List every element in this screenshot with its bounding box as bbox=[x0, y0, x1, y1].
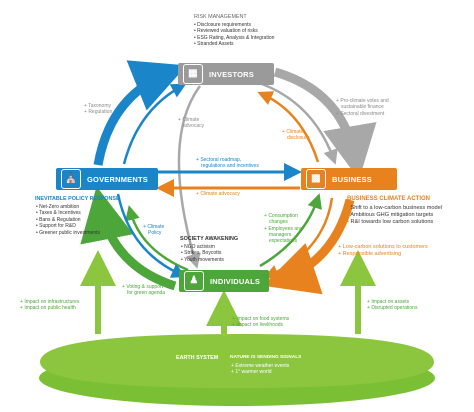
governments-label: GOVERNMENTS bbox=[87, 174, 148, 184]
risk-item: • Reviewed valuation of risks bbox=[194, 28, 258, 35]
earth-system-top bbox=[40, 334, 434, 388]
arrow-individuals-to-gov bbox=[80, 186, 177, 291]
arrow-individuals-to-business bbox=[259, 193, 322, 268]
earth-to-business-labels: + Impact on assets + Disrupted operation… bbox=[367, 299, 418, 312]
arrow-business-to-individuals-inner bbox=[263, 197, 334, 279]
society-awakening-title: SOCIETY AWAKENING bbox=[180, 236, 239, 242]
gov-to-business-label: + Sectoral roadmap, regulations and ince… bbox=[196, 157, 259, 170]
arrow-gov-to-investors-inner bbox=[122, 83, 187, 165]
government-building-icon: ⛪ bbox=[61, 169, 81, 189]
policy-item: • Bans & Regulation bbox=[36, 216, 81, 223]
inevitable-policy-title: INEVITABLE POLICY RESPONSE bbox=[35, 196, 120, 202]
arrow-business-to-individuals bbox=[262, 198, 355, 295]
earth-to-gov-labels: + Impact on infrastructures + Impact on … bbox=[20, 299, 80, 312]
business-climate-item: • Shift to a low-carbon business model bbox=[347, 205, 442, 211]
inevitable-policy-list: • Net-Zero ambition • Taxes & Incentives… bbox=[36, 204, 100, 236]
society-item: • Youth movements bbox=[181, 256, 224, 263]
risk-management-list: • Disclosure requirements • Reviewed val… bbox=[194, 22, 274, 48]
society-item: • Strikes, Boycotts bbox=[181, 250, 222, 257]
business-node[interactable]: ▩ BUSINESS bbox=[301, 168, 397, 190]
individuals-node[interactable]: ♟ INDIVIDUALS bbox=[179, 270, 269, 292]
people-icon: ♟ bbox=[184, 271, 204, 291]
policy-item: • Support for R&D bbox=[36, 223, 76, 230]
gov-to-individuals-label: + Climate Policy bbox=[143, 224, 165, 237]
individuals-to-gov-labels: + Voting & support for green agenda bbox=[122, 284, 166, 297]
earth-to-individuals-labels: + Impact on food systems + Impact on liv… bbox=[232, 316, 290, 329]
business-climate-item: • Ambitious GHG mitigation targets bbox=[347, 212, 434, 218]
business-climate-item: • R&I towards low carbon solutions bbox=[347, 219, 434, 225]
arrow-investors-to-business bbox=[273, 67, 377, 180]
policy-item: • Net-Zero ambition bbox=[36, 204, 80, 210]
risk-item: • Disclosure requirements bbox=[194, 22, 252, 28]
risk-management-title: RISK MANAGEMENT bbox=[194, 14, 247, 20]
office-building-icon: ▩ bbox=[306, 169, 326, 189]
society-item: • NGO activism bbox=[181, 244, 215, 250]
investors-label: INVESTORS bbox=[209, 69, 255, 79]
risk-item: • Stranded Assets bbox=[194, 41, 234, 48]
individuals-to-business-labels: + Consumption changes + Employees and ma… bbox=[264, 213, 303, 245]
gov-to-investors-labels: + Taxonomy + Regulation bbox=[84, 103, 113, 116]
business-label: BUSINESS bbox=[332, 174, 372, 184]
business-climate-list: • Shift to a low-carbon business model •… bbox=[347, 205, 442, 226]
business-to-individuals-labels: + Low-carbon solutions to customers + Re… bbox=[338, 244, 428, 257]
society-awakening-list: • NGO activism • Strikes, Boycotts • You… bbox=[181, 244, 224, 263]
arrow-gov-to-individuals bbox=[116, 193, 187, 278]
business-to-gov-label: + Climate advocacy bbox=[196, 191, 240, 197]
policy-item: • Greener public investments bbox=[36, 229, 101, 236]
arrow-investors-to-individuals bbox=[177, 85, 202, 269]
governments-node[interactable]: ⛪ GOVERNMENTS bbox=[56, 168, 158, 190]
investors-to-business-labels: + Pro-climate votes and sustainable fina… bbox=[336, 98, 389, 117]
earth-system-title: EARTH SYSTEM bbox=[176, 355, 219, 361]
investors-to-individuals-label: + Climate advocacy bbox=[178, 117, 205, 130]
calculator-icon: ▦ bbox=[183, 64, 203, 84]
nature-signals-title: NATURE IS SENDING SIGNALS bbox=[230, 355, 302, 360]
business-climate-title: BUSINESS CLIMATE ACTION bbox=[347, 196, 431, 202]
arrow-gov-to-investors bbox=[93, 60, 187, 166]
investors-node[interactable]: ▦ INVESTORS bbox=[178, 63, 274, 85]
individuals-label: INDIVIDUALS bbox=[210, 276, 261, 286]
policy-item: • Taxes & Incentives bbox=[36, 210, 81, 217]
risk-item: • ESG Rating, Analysis & Integration bbox=[194, 34, 275, 41]
nature-signals-list: + Extreme weather events + 1° warmer wor… bbox=[231, 363, 290, 376]
business-to-investors-label: + Climate disclosure bbox=[282, 129, 310, 142]
arrow-investors-to-business-inner bbox=[261, 82, 338, 165]
arrow-business-to-investors bbox=[257, 91, 320, 163]
